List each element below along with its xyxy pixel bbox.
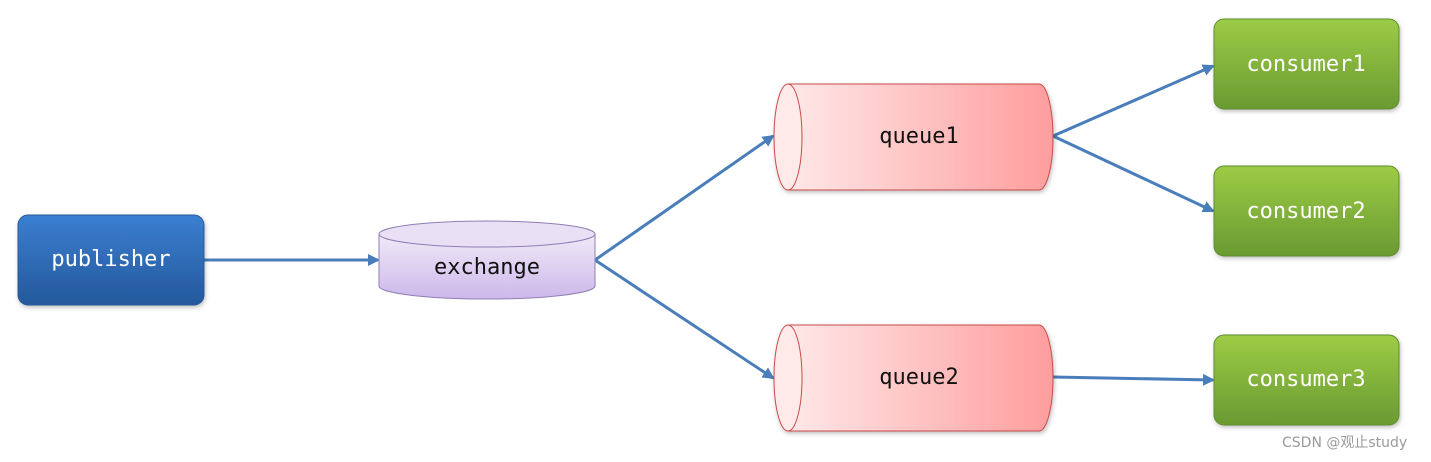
queue2-label: queue2 <box>879 365 958 390</box>
arrow-exchange-to-queue1 <box>594 134 775 262</box>
consumer1-node <box>1213 18 1400 110</box>
consumer2-node <box>1213 165 1400 257</box>
consumer2-label: consumer2 <box>1246 199 1365 224</box>
watermark-text: CSDN @观止study <box>1282 435 1408 451</box>
consumer3-node <box>1213 334 1400 426</box>
queue2-node <box>773 324 1054 432</box>
publisher-node <box>17 214 205 306</box>
queue1-node <box>773 83 1054 191</box>
consumer1-label: consumer1 <box>1246 52 1365 77</box>
queue1-label: queue1 <box>879 124 958 149</box>
publisher-label: publisher <box>51 247 170 272</box>
consumer3-label: consumer3 <box>1246 367 1365 392</box>
exchange-label: exchange <box>434 255 540 280</box>
arrow-queue1-to-consumer2 <box>1052 134 1215 213</box>
arrow-exchange-to-queue2 <box>594 258 775 380</box>
arrow-queue2-to-consumer3 <box>1052 373 1215 386</box>
arrow-queue1-to-consumer1 <box>1052 64 1215 138</box>
exchange-node <box>378 220 596 300</box>
